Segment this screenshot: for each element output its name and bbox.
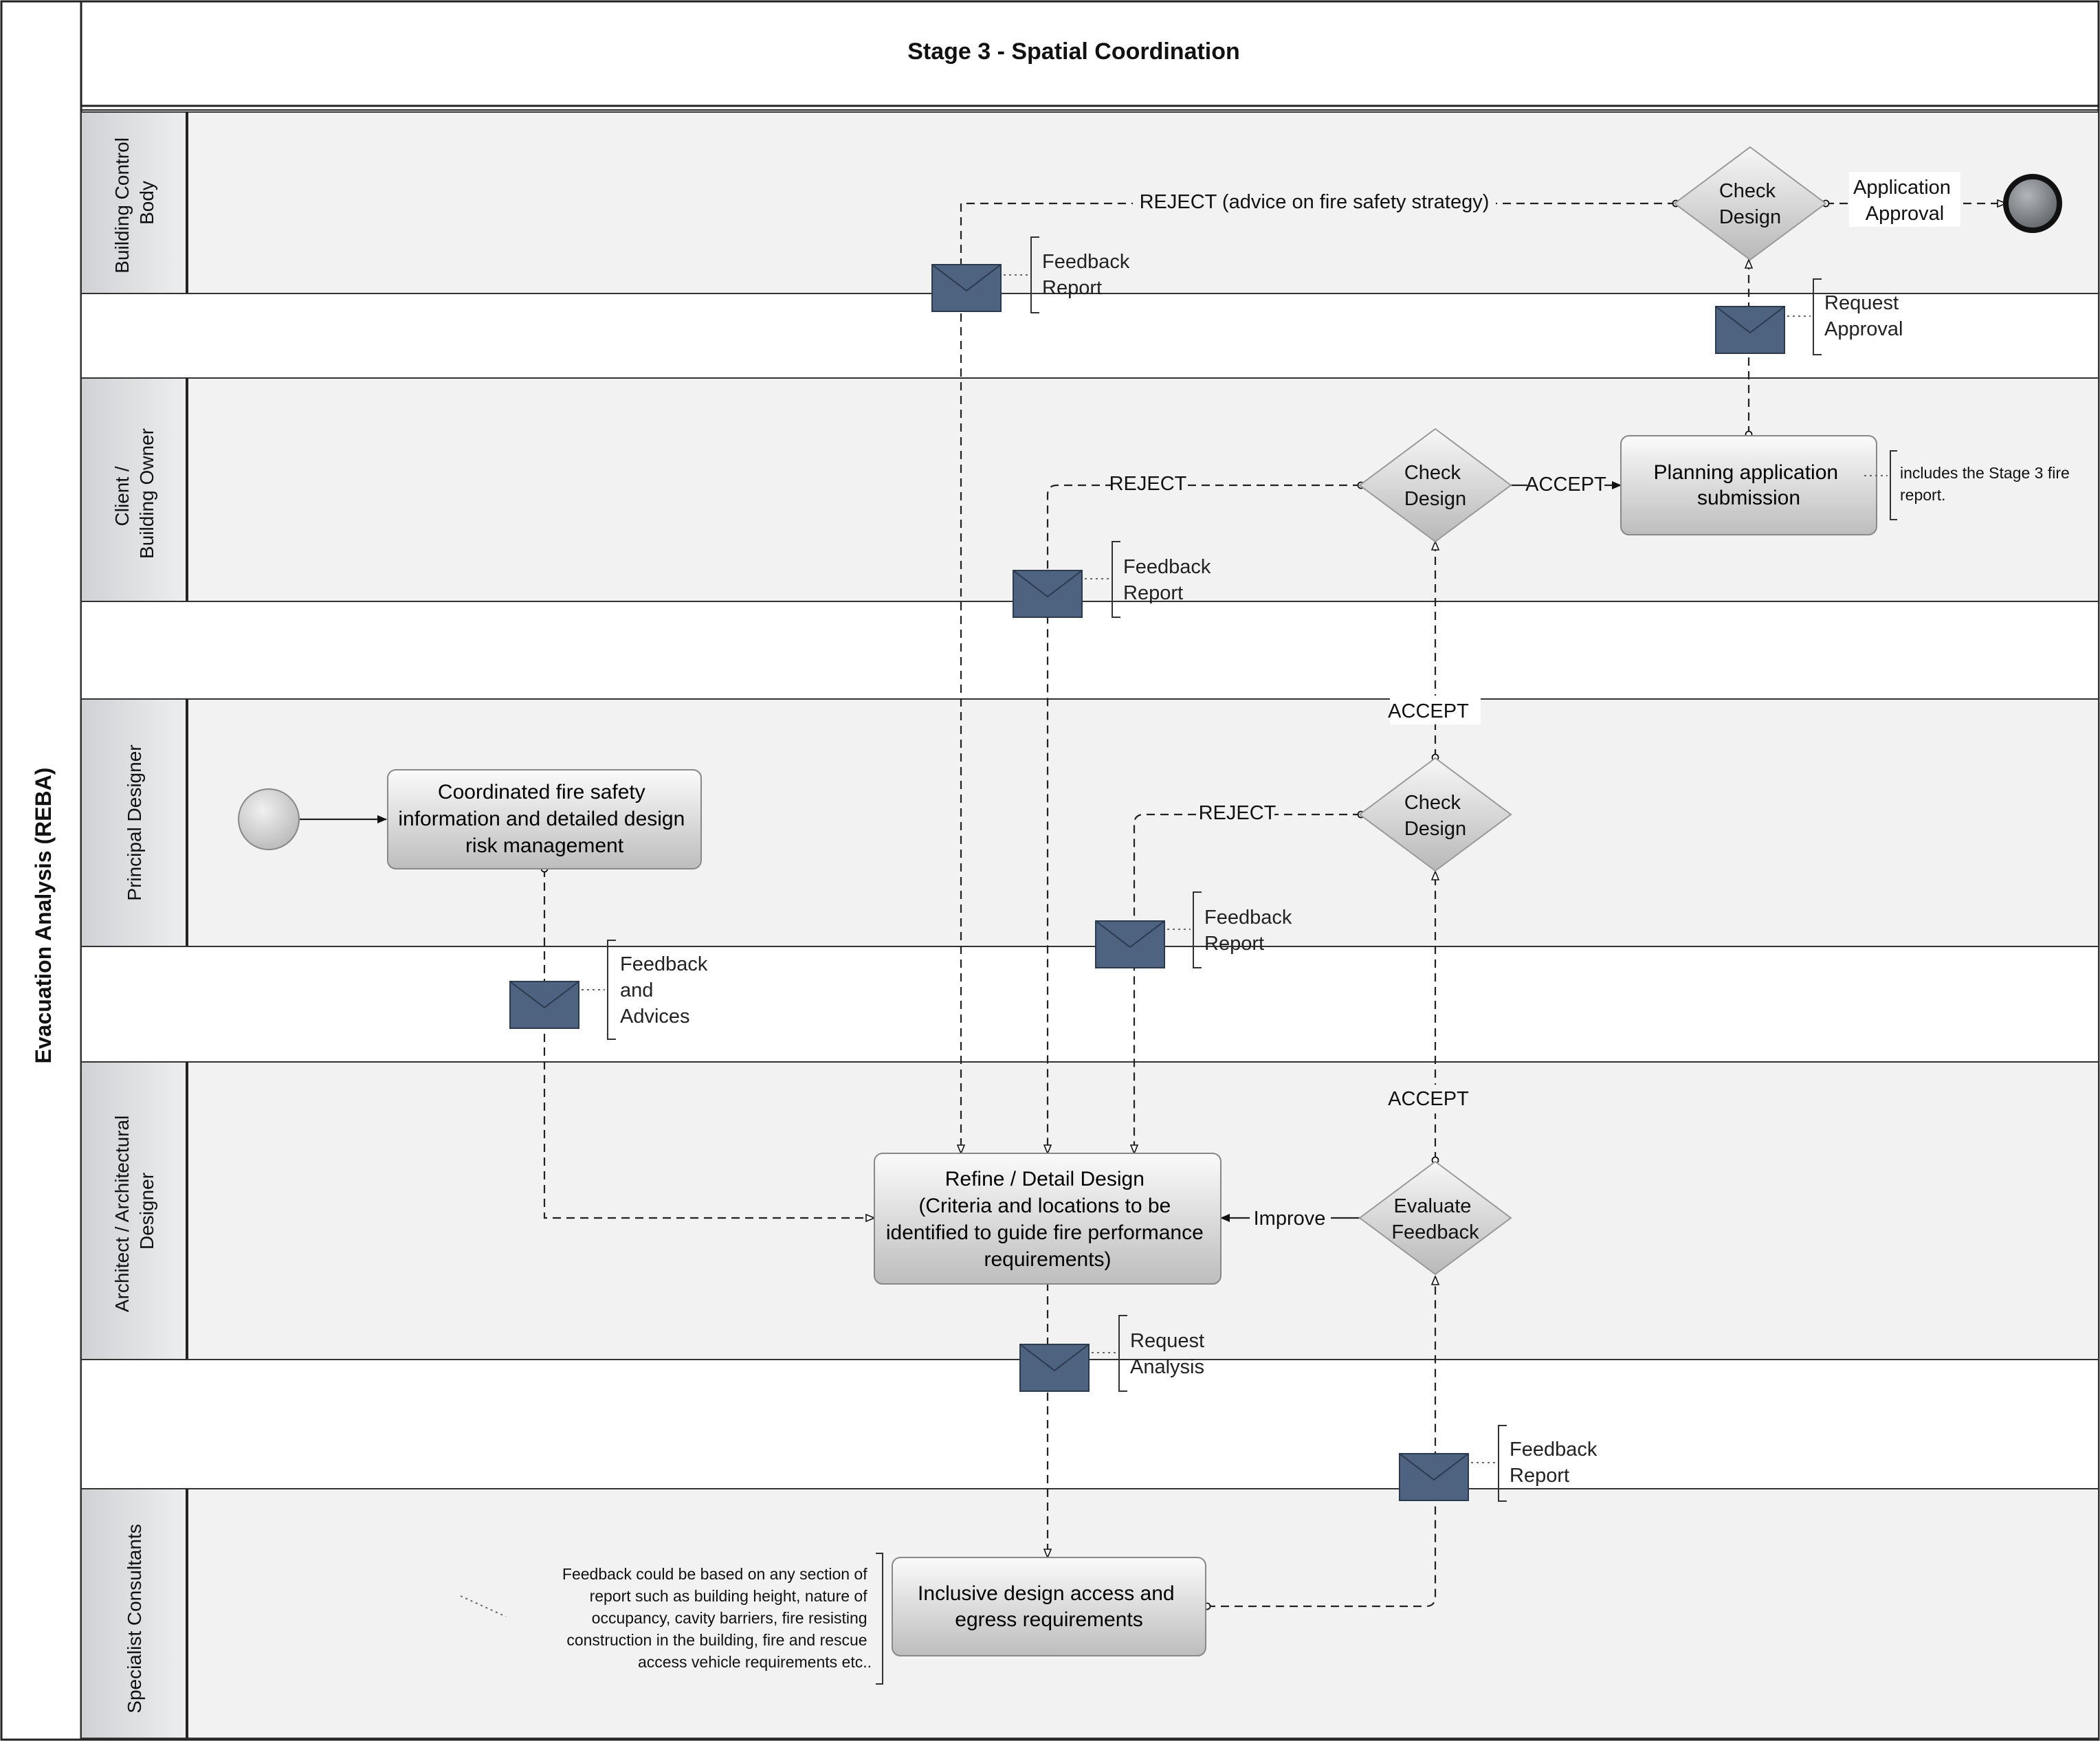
flow-reject-pd: [1134, 814, 1361, 1153]
lanes: [80, 111, 2099, 1739]
lane-header-client: [80, 377, 188, 602]
lane-label-pd: Principal Designer: [124, 744, 145, 900]
svg-text:Feedback could be based on any: Feedback could be based on any section o…: [562, 1565, 872, 1671]
envelope-icon: [931, 264, 1002, 312]
svg-text:Refine / Detail Design (: Refine / Detail Design (Criteria and loc…: [886, 1168, 1209, 1271]
lane-label-bcb: Building Control Body: [111, 132, 157, 273]
task-refine[interactable]: Refine / Detail Design (Criteria and loc…: [874, 1153, 1222, 1285]
diagram-title: Stage 3 - Spatial Coordination: [907, 38, 1240, 65]
svg-text:Coordinated fire safety: Coordinated fire safety information and …: [398, 781, 690, 857]
lane-label-arch: Architect / Architectural Designer: [111, 1110, 157, 1312]
svg-text:Check Design: Check Design: [1404, 792, 1466, 840]
envelope-icon: [1013, 570, 1083, 618]
annotation-feedback-note: Feedback could be based on any section o…: [460, 1553, 883, 1685]
svg-text:Planning application sub: Planning application submission: [1654, 461, 1844, 509]
svg-text:Inclusive design access and: Inclusive design access and egress requi…: [918, 1582, 1180, 1631]
task-coordinated[interactable]: Coordinated fire safety information and …: [387, 769, 702, 869]
task-inclusive[interactable]: Inclusive design access and egress requi…: [892, 1557, 1206, 1656]
lane-header-spec: [80, 1488, 188, 1739]
label-accept-low: ACCEPT: [1388, 1088, 1469, 1110]
flow-reject-client: [1048, 485, 1361, 1153]
flow-labels: REJECT (advice on fire safety strategy) …: [1109, 172, 1960, 1232]
task-planning[interactable]: Planning application submission: [1620, 435, 1877, 535]
svg-text:Evaluate Feedback: Evaluate Feedback: [1391, 1195, 1479, 1243]
flow-inclusive-evaluate: [1207, 1276, 1435, 1606]
label-reject-client: REJECT: [1109, 473, 1187, 495]
lane-pd: [80, 698, 2099, 947]
title-band: [80, 0, 2100, 107]
label-accept-mid: ACCEPT: [1388, 700, 1469, 722]
pool-header: [0, 0, 82, 1741]
label-app-approval: Application Approval: [1853, 177, 1956, 225]
envelope-icon: [1399, 1453, 1469, 1501]
gateway-check-client[interactable]: Check Design: [1358, 428, 1512, 543]
lane-label-client: Client / Building Owner: [111, 428, 157, 559]
start-event[interactable]: [238, 788, 300, 850]
end-event[interactable]: [2003, 174, 2062, 233]
label-accept-client: ACCEPT: [1525, 474, 1606, 496]
svg-text:Check Design: Check Design: [1719, 180, 1781, 228]
svg-text:Check Design: Check Design: [1404, 462, 1466, 510]
gateway-check-pd[interactable]: Check Design: [1358, 757, 1512, 872]
envelope-icon: [1715, 306, 1785, 354]
label-improve: Improve: [1254, 1208, 1326, 1230]
label-reject-pd: REJECT: [1199, 802, 1276, 824]
pool-label: Evacuation Analysis (REBA): [31, 768, 56, 1064]
lane-label-spec: Specialist Consultants: [124, 1524, 145, 1713]
gateway-evaluate[interactable]: Evaluate Feedback: [1358, 1160, 1512, 1276]
lane-header-arch: [80, 1061, 188, 1360]
envelope-icon: [1019, 1344, 1090, 1392]
label-reject-bcb: REJECT (advice on fire safety strategy): [1140, 191, 1490, 213]
gateway-check-bcb[interactable]: Check Design: [1673, 146, 1827, 261]
envelope-icon: [1095, 920, 1165, 968]
envelope-icon: [509, 981, 579, 1029]
lane-header-bcb: [80, 111, 188, 294]
